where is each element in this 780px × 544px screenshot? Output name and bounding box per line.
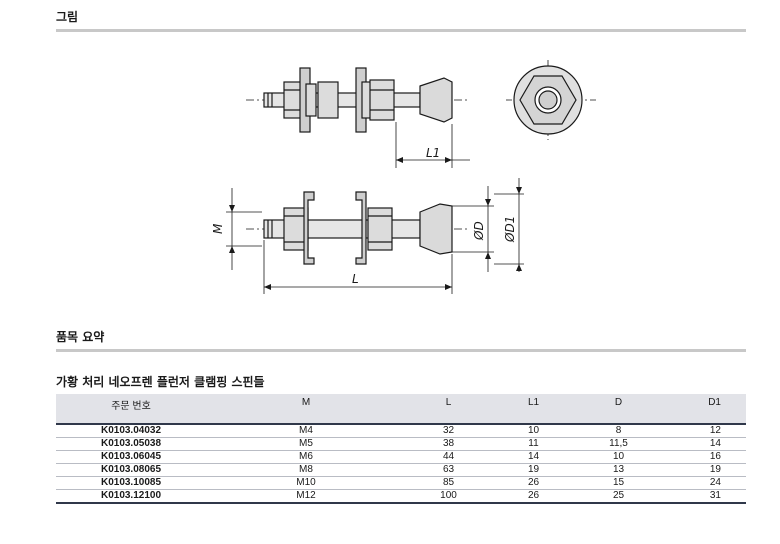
- cell-d1: 19: [661, 463, 746, 477]
- cell-m: M8: [206, 463, 406, 477]
- cell-l: 32: [406, 424, 491, 438]
- col-header-l1: L1: [491, 394, 576, 425]
- cell-m: M5: [206, 437, 406, 451]
- table-row: K0103.10085 M10 85 26 15 24: [56, 476, 746, 490]
- cell-l1: 26: [491, 489, 576, 504]
- spec-table: 주문 번호 M L L1 D D1 K0103.04032 M4 32 10 8…: [56, 394, 746, 504]
- dim-label-m: M: [211, 223, 225, 234]
- col-header-d1: D1: [661, 394, 746, 425]
- table-row: K0103.08065 M8 63 19 13 19: [56, 463, 746, 477]
- cell-d1: 31: [661, 489, 746, 504]
- cell-m: M4: [206, 424, 406, 438]
- table-row: K0103.05038 M5 38 11 11,5 14: [56, 437, 746, 451]
- cell-m: M12: [206, 489, 406, 504]
- cell-l1: 14: [491, 450, 576, 464]
- cell-d1: 24: [661, 476, 746, 490]
- table-row: K0103.06045 M6 44 14 10 16: [56, 450, 746, 464]
- dim-label-l: L: [352, 272, 359, 286]
- cell-d: 13: [576, 463, 661, 477]
- col-header-m: M: [206, 394, 406, 425]
- dim-label-d: ØD: [472, 221, 486, 241]
- order-number[interactable]: K0103.10085: [100, 477, 162, 488]
- order-number[interactable]: K0103.06045: [100, 451, 162, 462]
- order-number[interactable]: K0103.04032: [100, 425, 162, 436]
- dim-label-d1: ØD1: [503, 216, 517, 243]
- cell-d1: 14: [661, 437, 746, 451]
- col-header-d: D: [576, 394, 661, 425]
- col-header-order-no: 주문 번호: [56, 394, 206, 425]
- cell-d: 10: [576, 450, 661, 464]
- summary-section-title: 품목 요약: [56, 328, 746, 352]
- cell-d: 8: [576, 424, 661, 438]
- cell-l: 44: [406, 450, 491, 464]
- order-number[interactable]: K0103.08065: [100, 464, 162, 475]
- cell-l: 38: [406, 437, 491, 451]
- cell-l1: 10: [491, 424, 576, 438]
- cell-d: 11,5: [576, 437, 661, 451]
- cell-l1: 26: [491, 476, 576, 490]
- order-number[interactable]: K0103.12100: [100, 490, 162, 501]
- cell-l: 100: [406, 489, 491, 504]
- cell-d: 25: [576, 489, 661, 504]
- product-title: 가황 처리 네오프렌 플런저 클램핑 스핀들: [56, 375, 265, 389]
- table-header-row: 주문 번호 M L L1 D D1: [56, 394, 746, 425]
- cell-l1: 19: [491, 463, 576, 477]
- col-header-l: L: [406, 394, 491, 425]
- cell-m: M6: [206, 450, 406, 464]
- figure-section-title: 그림: [56, 8, 746, 32]
- table-row: K0103.12100 M12 100 26 25 31: [56, 489, 746, 504]
- dim-label-l1: L1: [426, 146, 440, 160]
- table-row: K0103.04032 M4 32 10 8 12: [56, 424, 746, 438]
- cell-m: M10: [206, 476, 406, 490]
- technical-drawing: L1 L M ØD ØD1: [0, 40, 780, 310]
- cell-l: 63: [406, 463, 491, 477]
- order-number[interactable]: K0103.05038: [100, 438, 162, 449]
- cell-d1: 12: [661, 424, 746, 438]
- cell-l: 85: [406, 476, 491, 490]
- cell-d1: 16: [661, 450, 746, 464]
- cell-d: 15: [576, 476, 661, 490]
- cell-l1: 11: [491, 437, 576, 451]
